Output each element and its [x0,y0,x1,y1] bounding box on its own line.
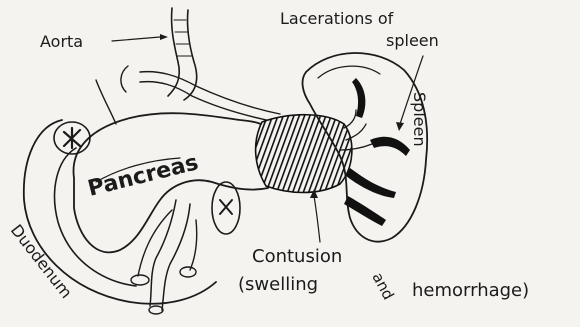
contusion-region [256,115,352,193]
duodenum-label: Duodenum [7,221,76,302]
lacerations-label-line2: spleen [386,31,439,50]
contusion-label-line1: Contusion [252,246,342,267]
lacerations-label-line1: Lacerations of [280,9,394,28]
contusion-label-line3: hemorrhage) [412,280,529,301]
pancreas-label: Pancreas [85,150,200,202]
mesenteric-vessels [131,182,240,314]
spleen-label: Spleen [410,92,429,147]
contusion-label-and: and [368,269,397,302]
aorta-label: Aorta [40,32,83,51]
contusion-label-line2: (swelling [238,274,318,295]
aorta-vessel [121,8,280,122]
